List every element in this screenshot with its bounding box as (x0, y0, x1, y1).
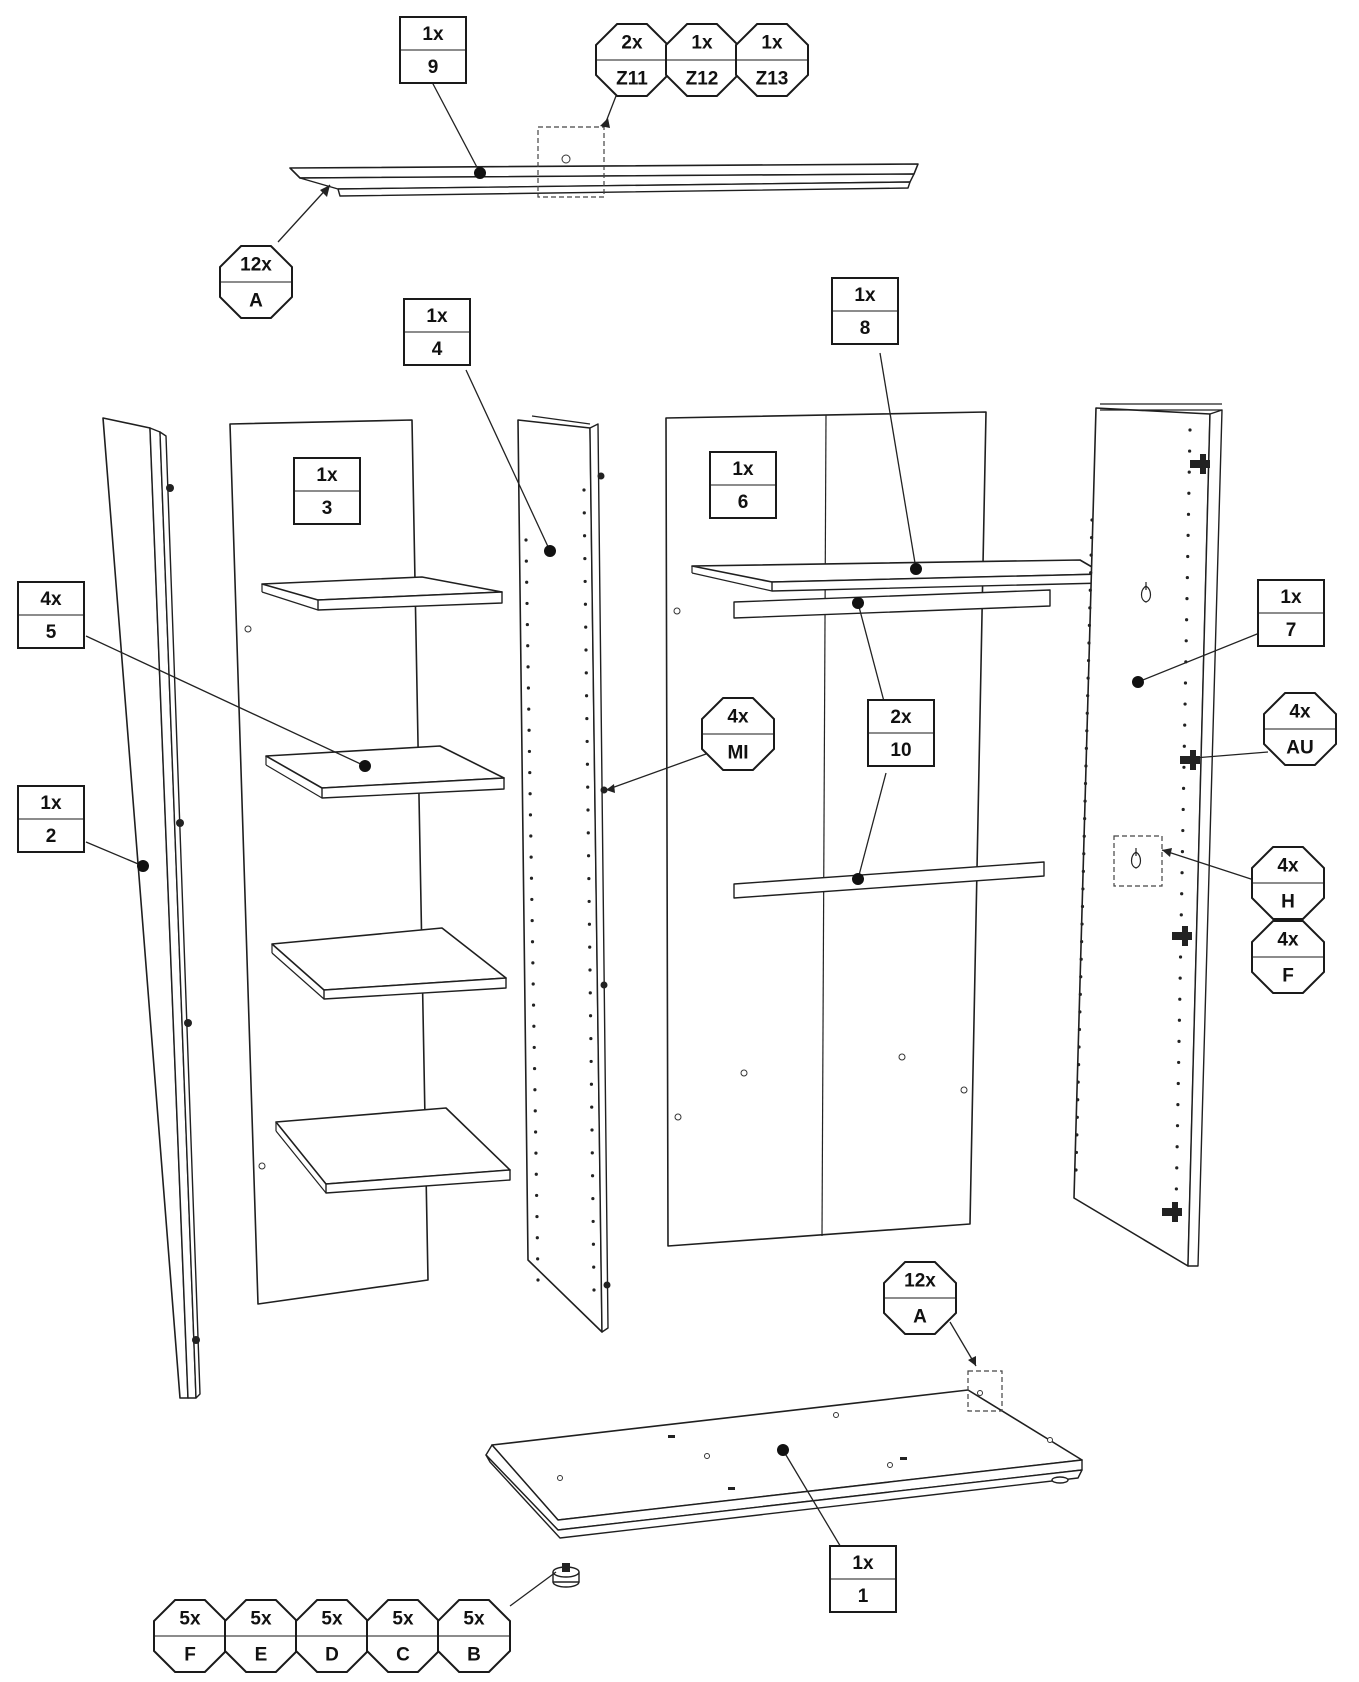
callout-part-2: 1x 2 (17, 785, 85, 853)
callout-part-8: 1x 8 (831, 277, 899, 345)
right-side-panel-drawing (1073, 403, 1223, 1267)
callout-quantity: 5x (250, 1609, 272, 1630)
middle-divider-drawing (517, 415, 611, 1333)
callout-quantity: 5x (463, 1609, 485, 1630)
bottom-panel-drawing (485, 1370, 1083, 1539)
callout-quantity: 1x (316, 465, 338, 486)
callout-part-3: 1x 3 (293, 457, 361, 525)
callout-part-code: C (396, 1645, 410, 1666)
callout-quantity: 1x (852, 1553, 874, 1574)
callout-quantity: 1x (732, 459, 754, 480)
back-panel-right-drawing (665, 411, 987, 1247)
hanging-rails-drawing (733, 589, 1051, 899)
callout-part-code: Z12 (686, 69, 719, 90)
callout-part-code: 3 (322, 498, 333, 519)
callout-part-code: B (467, 1645, 481, 1666)
callout-part-6: 1x 6 (709, 451, 777, 519)
callout-quantity: 1x (691, 33, 713, 54)
callout-quantity: 1x (426, 306, 448, 327)
callout-part-code: AU (1286, 738, 1313, 759)
callout-quantity: 5x (321, 1609, 343, 1630)
callout-part-code: D (325, 1645, 339, 1666)
callout-hw-e: 5xE (224, 1599, 298, 1673)
callout-quantity: 4x (1277, 930, 1299, 951)
callout-quantity: 12x (240, 255, 272, 276)
callout-part-10: 2x 10 (867, 699, 935, 767)
callout-part-code: 9 (428, 57, 439, 78)
callout-quantity: 1x (854, 285, 876, 306)
callout-part-code: F (184, 1645, 196, 1666)
shelves-drawing (261, 576, 511, 1194)
callout-part-code: 4 (432, 339, 443, 360)
callout-quantity: 1x (761, 33, 783, 54)
callout-quantity: 4x (40, 589, 62, 610)
callout-part-code: 6 (738, 492, 749, 513)
callout-quantity: 2x (621, 33, 643, 54)
leader-lines (85, 81, 1269, 1607)
callout-quantity: 4x (1277, 856, 1299, 877)
callout-part-code: 8 (860, 318, 871, 339)
callout-part-code: MI (727, 743, 748, 764)
callout-part-code: 7 (1286, 620, 1297, 641)
callout-part-code: Z11 (616, 69, 648, 90)
callout-quantity: 1x (1280, 587, 1302, 608)
callout-quantity: 5x (179, 1609, 201, 1630)
callout-hw-b: 5xB (437, 1599, 511, 1673)
callout-hw-f-foot: 5xF (153, 1599, 227, 1673)
callout-quantity: 2x (890, 707, 912, 728)
callout-quantity: 4x (1289, 702, 1311, 723)
levelling-foot-drawing (552, 1563, 580, 1588)
callout-hw-f-side: 4xF (1251, 920, 1325, 994)
callout-part-code: Z13 (756, 69, 789, 90)
callout-part-code: 2 (46, 826, 57, 847)
back-panel-left-drawing (229, 419, 429, 1305)
callout-quantity: 4x (727, 707, 749, 728)
callout-part-code: 5 (46, 622, 57, 643)
callout-part-4: 1x 4 (403, 298, 471, 366)
callout-part-code: 1 (858, 1586, 869, 1607)
callout-part-code: F (1282, 966, 1294, 987)
part-labels: 1x91x41x81x31x64x51x72x101x21x12xZ111xZ1… (17, 16, 1337, 1673)
callout-part-5: 4x 5 (17, 581, 85, 649)
callout-part-code: A (249, 291, 263, 312)
top-shelf-drawing (691, 559, 1105, 592)
callout-quantity: 1x (422, 24, 444, 45)
callout-part-code: 10 (890, 740, 911, 761)
callout-part-code: H (1281, 892, 1295, 913)
callout-quantity: 5x (392, 1609, 414, 1630)
top-panel-drawing (289, 126, 919, 198)
callout-quantity: 12x (904, 1271, 936, 1292)
callout-hw-c: 5xC (366, 1599, 440, 1673)
callout-hw-d: 5xD (295, 1599, 369, 1673)
callout-part-code: A (913, 1307, 927, 1328)
callout-hw-h: 4xH (1251, 846, 1325, 920)
callout-part-7: 1x 7 (1257, 579, 1325, 647)
callout-quantity: 1x (40, 793, 62, 814)
left-side-panel-drawing (102, 417, 201, 1399)
callout-part-code: E (255, 1645, 268, 1666)
callout-part-1: 1x 1 (829, 1545, 897, 1613)
callout-part-9: 1x 9 (399, 16, 467, 84)
